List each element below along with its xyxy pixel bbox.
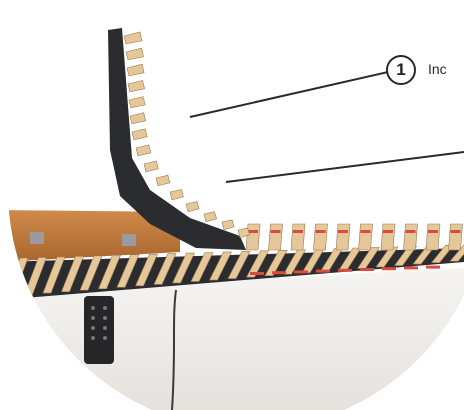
headrest-frame: [108, 28, 246, 250]
wood-rail: [8, 210, 180, 262]
headrest-slat: [128, 96, 146, 109]
front-strap: [316, 269, 330, 273]
front-strap: [382, 267, 396, 271]
headrest-slat: [169, 189, 184, 201]
front-slat: [375, 246, 399, 268]
front-slat: [209, 251, 232, 281]
front-slat: [227, 251, 251, 279]
headrest-slat: [126, 63, 145, 77]
headrest-slat: [185, 201, 200, 213]
back-slat-row: [245, 223, 463, 251]
front-slat: [264, 250, 288, 277]
front-slat: [153, 253, 177, 285]
back-slat: [358, 223, 373, 251]
front-slat: [116, 254, 140, 288]
front-slat: [190, 252, 214, 282]
headrest-slat: [123, 31, 143, 45]
back-slat: [335, 223, 351, 251]
back-strap: [338, 230, 348, 233]
remote-cable: [171, 289, 177, 410]
headrest-slat: [125, 47, 144, 61]
front-strap: [426, 265, 440, 269]
back-slat: [403, 223, 418, 251]
back-strap: [360, 230, 371, 233]
back-slat: [380, 223, 396, 251]
bed-base: [8, 268, 464, 410]
back-slat: [425, 223, 441, 251]
back-strap: [405, 230, 416, 233]
front-strap: [360, 268, 374, 271]
front-strap: [338, 268, 352, 272]
front-slat: [79, 255, 103, 291]
front-slat: [42, 256, 66, 294]
back-strap: [450, 230, 461, 233]
back-slat: [268, 223, 283, 251]
callout-line-2: [225, 151, 464, 183]
back-strap: [270, 230, 281, 233]
headrest-slats: [123, 31, 250, 239]
headrest-slat: [131, 128, 148, 141]
front-slat: [98, 254, 121, 290]
back-strap: [428, 230, 438, 233]
headrest-slat: [237, 227, 250, 239]
back-strap: [383, 230, 393, 233]
front-strap: [272, 271, 286, 275]
headrest-slat: [143, 160, 159, 173]
rail-bracket-right: [122, 234, 136, 246]
front-slat: [393, 246, 418, 266]
headrest-slat: [127, 80, 145, 93]
back-strap: [248, 230, 258, 233]
headrest-slat: [203, 211, 217, 223]
headrest-slat: [135, 144, 152, 157]
back-slat: [313, 223, 328, 251]
front-strap: [404, 266, 418, 270]
headrest-slat: [155, 174, 171, 187]
back-slat: [448, 223, 463, 251]
front-slat: [135, 253, 158, 287]
front-slat: [61, 256, 84, 292]
callout-number-badge: 1: [386, 55, 416, 85]
back-slat: [245, 223, 261, 251]
front-strap: [294, 270, 308, 274]
front-slat: [172, 252, 195, 284]
rail-bracket-left: [30, 232, 44, 244]
back-strap: [293, 230, 303, 233]
back-strap: [315, 230, 326, 233]
remote-control-icon: [84, 296, 114, 364]
back-slat: [290, 223, 306, 251]
headrest-slat: [129, 112, 147, 125]
front-slat: [282, 249, 307, 275]
front-slat: [246, 250, 269, 278]
callout-line-1: [189, 71, 389, 118]
front-strap: [250, 272, 264, 275]
callout-label: Inc: [428, 61, 447, 77]
headrest-slat: [221, 219, 235, 231]
